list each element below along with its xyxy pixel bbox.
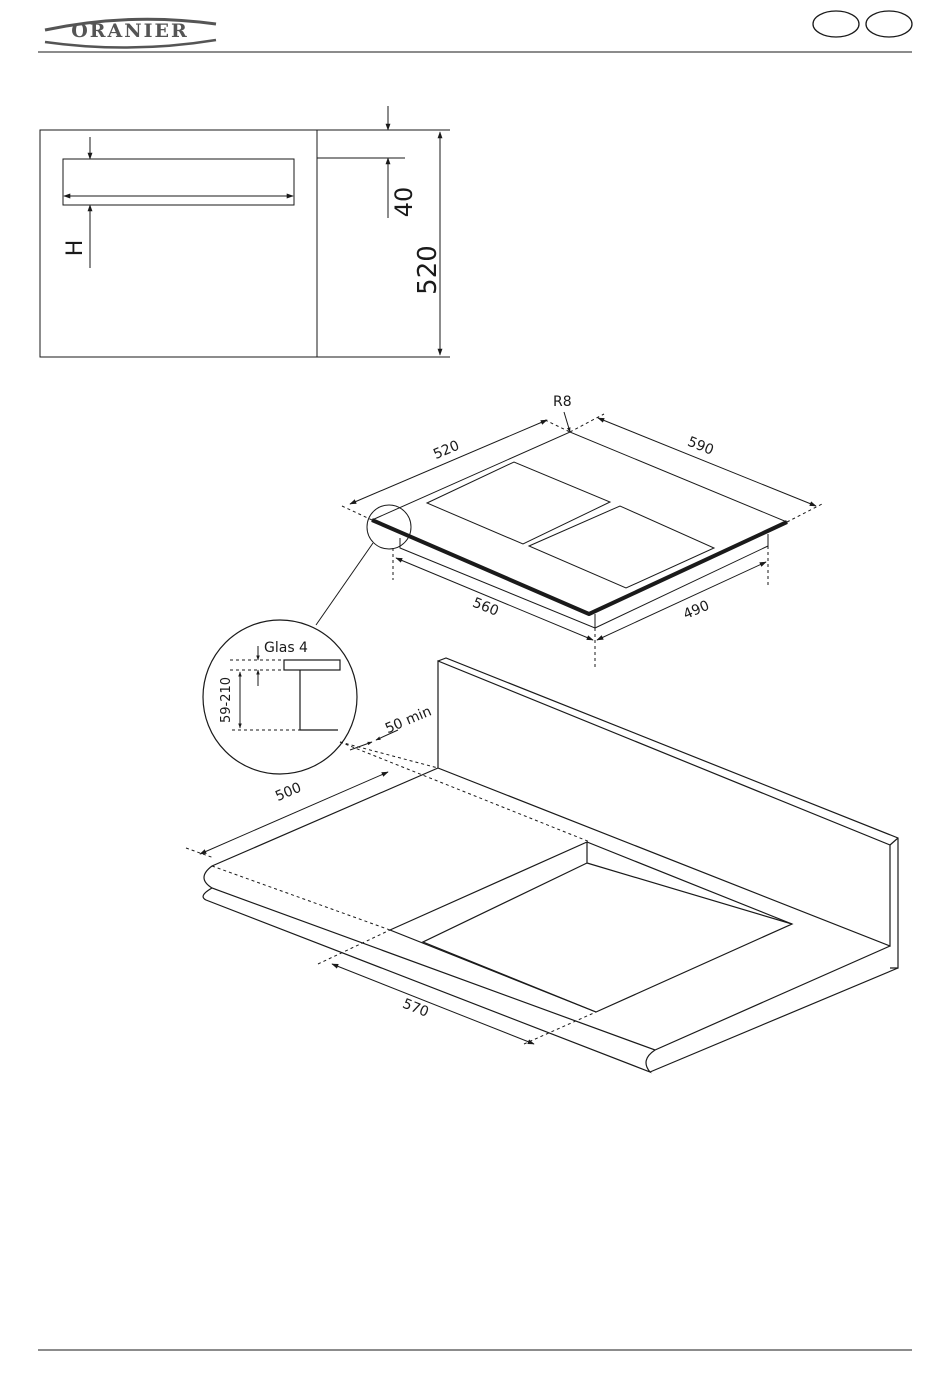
label-min-clearance: 50 min [383,703,434,737]
hob-diagram [316,412,822,668]
label-depth-520-side: 520 [413,245,443,295]
label-hob-depth-520: 520 [431,438,462,463]
hob-glass-top [372,432,787,614]
header: ORANIER [38,11,912,52]
hob-profile [63,159,294,205]
label-cutout-560: 560 [470,595,501,620]
label-worktop-500: 500 [273,780,304,805]
backsplash [438,658,898,968]
label-worktop-570: 570 [400,996,431,1021]
brand-name: ORANIER [71,20,189,42]
label-h: H [63,240,88,257]
glass-plate [284,660,340,670]
label-glass-4: Glas 4 [264,640,308,656]
language-badge-right [866,11,912,37]
brand-logo: ORANIER [45,19,216,47]
worktop-diagram [186,658,898,1072]
label-height-range: 59-210 [219,677,234,723]
side-view-diagram [40,106,450,357]
label-r8: R8 [553,394,572,410]
label-gap-40: 40 [390,187,418,218]
worktop-width-arrow [332,964,534,1044]
worktop-cutout [390,842,792,1012]
label-cutout-490: 490 [681,598,712,623]
language-badge-left [813,11,859,37]
